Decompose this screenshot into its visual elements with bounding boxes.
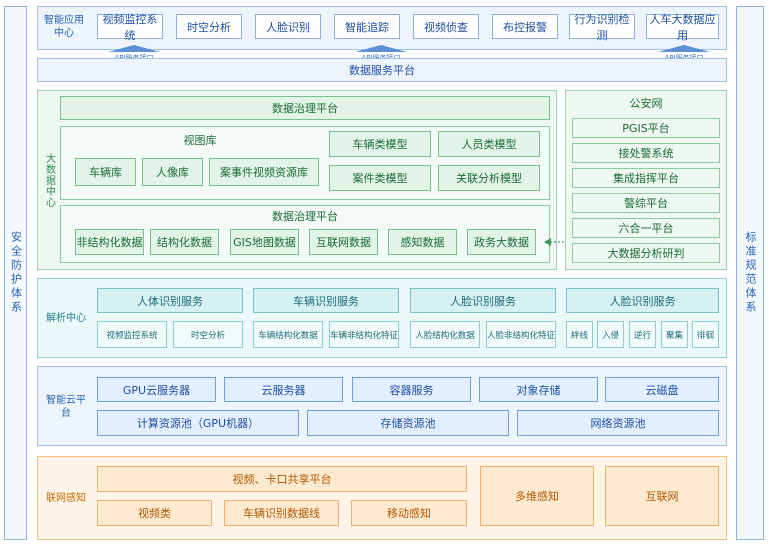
iot-label: 联网感知 [46,492,86,504]
app-item-2[interactable]: 时空分析 [176,14,242,39]
api-arrows [108,45,710,52]
data-service-band: 数据服务平台 [37,58,727,82]
model-person[interactable]: 人员类模型 [438,131,540,157]
sub-vehicle-struct[interactable]: 车辆结构化数据 [253,321,323,348]
sub-vehicle-unstruct[interactable]: 车辆非结构化特征 [329,321,399,348]
security-column: 安全防护体系 [4,6,27,540]
cloud-object-storage[interactable]: 对象存储 [479,377,598,402]
sub-spatiotemporal[interactable]: 时空分析 [173,321,243,348]
share-platform[interactable]: 视频、卡口共享平台 [97,466,467,492]
pool-storage[interactable]: 存储资源池 [307,410,509,436]
cloud-server[interactable]: 云服务器 [224,377,343,402]
api-label-1: API服务接口 [104,53,164,62]
sub-retrograde[interactable]: 逆行 [629,321,656,348]
model-case[interactable]: 案件类模型 [329,165,431,191]
app-item-7[interactable]: 行为识别检测 [569,13,635,42]
app-item-1[interactable]: 视频监控系统 [97,13,163,42]
data-type-2[interactable]: 结构化数据 [150,229,219,255]
sub-face-struct[interactable]: 人脸结构化数据 [410,321,480,348]
cloud-gpu-server[interactable]: GPU云服务器 [97,377,216,402]
police-item-1[interactable]: PGIS平台 [572,118,720,138]
app-item-3[interactable]: 人脸识别 [255,14,321,39]
police-item-2[interactable]: 接处警系统 [572,143,720,163]
sub-tripwire[interactable]: 絆线 [566,321,593,348]
data-type-6[interactable]: 政务大数据 [467,229,536,255]
app-item-8[interactable]: 人车大数据应用 [646,13,719,42]
pool-network[interactable]: 网络资源池 [517,410,719,436]
sub-gathering[interactable]: 聚集 [661,321,688,348]
iot-mobile[interactable]: 移动感知 [351,500,467,526]
api-label-2: API服务接口 [351,53,411,62]
big-data-label: 大数据中心 [41,140,57,220]
police-item-6[interactable]: 大数据分析研判 [572,243,720,263]
api-arrow-1 [108,45,160,52]
standards-column: 标准规范体系 [736,6,764,540]
service-face-2[interactable]: 人脸识别服务 [566,288,719,313]
data-type-3[interactable]: GIS地图数据 [230,229,299,255]
data-type-1[interactable]: 非结构化数据 [75,229,144,255]
police-item-4[interactable]: 警综平台 [572,193,720,213]
governance-bottom-title: 数据治理平台 [272,210,338,223]
sub-video-monitor[interactable]: 视频监控系统 [97,321,167,348]
pool-compute[interactable]: 计算资源池（GPU机器） [97,410,299,436]
app-item-5[interactable]: 视频侦查 [413,14,479,39]
data-type-5[interactable]: 感知数据 [388,229,457,255]
service-body[interactable]: 人体识别服务 [97,288,243,313]
police-item-5[interactable]: 六合一平台 [572,218,720,238]
analysis-label: 解析中心 [46,312,86,324]
lib-portrait[interactable]: 人像库 [142,158,203,186]
lib-vehicle[interactable]: 车辆库 [75,158,136,186]
api-arrow-3 [658,45,710,52]
api-arrow-2 [355,45,407,52]
data-type-4[interactable]: 互联网数据 [309,229,378,255]
view-library-title: 视图库 [183,134,217,147]
sub-loitering[interactable]: 徘徊 [692,321,719,348]
standards-label: 标准规范体系 [744,231,757,315]
iot-vehicle-line[interactable]: 车辆识别数据线 [224,500,339,526]
cloud-disk[interactable]: 云磁盘 [605,377,719,402]
iot-video[interactable]: 视频类 [97,500,212,526]
model-vehicle[interactable]: 车辆类模型 [329,131,431,157]
cloud-container[interactable]: 容器服务 [352,377,471,402]
api-label-3: API服务接口 [654,53,714,62]
iot-multi[interactable]: 多维感知 [480,466,594,526]
app-item-6[interactable]: 布控报警 [492,14,558,39]
police-net-title: 公安网 [629,97,663,110]
big-data-label-text: 大数据中心 [43,152,55,208]
police-net-arrow [544,238,568,246]
service-face-1[interactable]: 人脸识别服务 [410,288,556,313]
model-association[interactable]: 关联分析模型 [438,165,540,191]
iot-internet[interactable]: 互联网 [605,466,719,526]
sub-face-unstruct[interactable]: 人脸非结构化特征 [486,321,556,348]
police-item-3[interactable]: 集成指挥平台 [572,168,720,188]
governance-top[interactable]: 数据治理平台 [60,96,550,120]
cloud-label: 智能云平台 [46,395,86,419]
lib-case-video[interactable]: 案事件视频资源库 [209,158,319,186]
service-vehicle[interactable]: 车辆识别服务 [253,288,399,313]
app-center-label: 智能应用中心 [44,15,84,39]
security-label: 安全防护体系 [9,231,23,315]
sub-intrusion[interactable]: 入侵 [597,321,624,348]
app-item-4[interactable]: 智能追踪 [334,14,400,39]
